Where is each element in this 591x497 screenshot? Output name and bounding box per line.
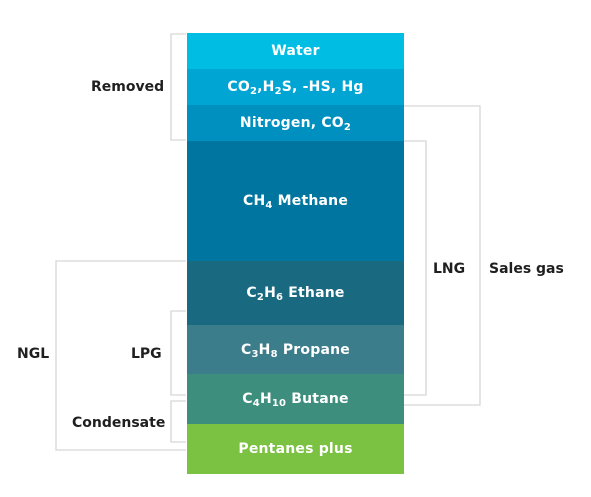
ngl-label: NGL	[17, 346, 50, 362]
butane-band-label: C4H10 Butane	[242, 391, 349, 409]
propane-band-label: C3H8 Propane	[241, 341, 350, 360]
methane-band-label: CH4 Methane	[242, 193, 349, 211]
acid-band-label: CO2,H2S, -HS, Hg	[227, 79, 364, 97]
sales-gas-bracket	[404, 105, 481, 406]
acid-gases-band: CO2,H2S, -HS, Hg	[187, 69, 404, 105]
lng-bracket	[404, 140, 427, 396]
condensate-label: Condensate	[72, 415, 166, 431]
water-band-label: Water	[271, 43, 320, 59]
propane-band: C3H8 Propane	[187, 325, 404, 374]
lpg-bracket	[170, 310, 186, 396]
nitrogen-band-label: Nitrogen, CO2	[239, 115, 352, 133]
removed-label: Removed	[91, 79, 165, 95]
sales-gas-label: Sales gas	[489, 261, 564, 277]
nitrogen-co2-band: Nitrogen, CO2	[187, 105, 404, 141]
ngl-bracket	[55, 260, 186, 451]
lpg-label: LPG	[131, 346, 162, 362]
pentanes-plus-band: Pentanes plus	[187, 424, 404, 474]
removed-bracket	[170, 33, 186, 141]
pentanes-band-label: Pentanes plus	[238, 441, 353, 457]
ethane-band: C2H6 Ethane	[187, 261, 404, 325]
methane-band: CH4 Methane	[187, 141, 404, 261]
butane-band: C4H10 Butane	[187, 374, 404, 424]
condensate-bracket	[170, 400, 186, 443]
water-band: Water	[187, 33, 404, 69]
lng-label: LNG	[433, 261, 466, 277]
ethane-band-label: C2H6 Ethane	[246, 285, 345, 303]
